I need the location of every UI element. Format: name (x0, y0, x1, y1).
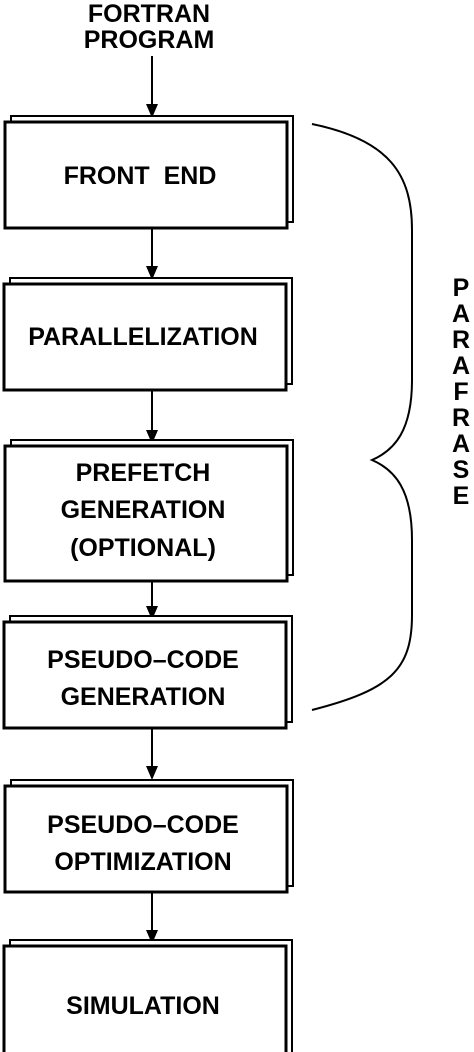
stage-label-pseudo-code-generation-line-2: GENERATION (61, 683, 226, 711)
connector-optimization-simulation (146, 892, 158, 944)
stage-box (3, 784, 289, 894)
stage-label-parallelization: PARALLELIZATION (28, 323, 258, 351)
stage-parallelization: PARALLELIZATION (2, 277, 293, 392)
input-label-line-2: PROGRAM (84, 26, 215, 54)
group-label-letter: P (453, 274, 470, 302)
group-label-letter: E (453, 482, 470, 510)
stage-front-end: FRONT END (3, 115, 294, 230)
input-label: FORTRAN PROGRAM (84, 0, 215, 54)
arrowhead-icon (146, 266, 158, 280)
arrowhead-icon (146, 930, 158, 944)
group-label-letter: A (452, 300, 470, 328)
stage-label-prefetch-line-2: GENERATION (61, 496, 226, 524)
stage-box (2, 282, 288, 392)
connector-pseudo-code-generation-optimization (146, 728, 158, 780)
stage-prefetch-generation: PREFETCH GENERATION (OPTIONAL) (3, 439, 294, 583)
group-label-letter: A (452, 430, 470, 458)
stage-label-pseudo-code-generation-line-1: PSEUDO–CODE (47, 646, 239, 674)
connector-input-front-end (146, 56, 158, 118)
input-label-line-1: FORTRAN (88, 0, 210, 28)
arrowhead-icon (146, 430, 158, 444)
group-label-letter: R (452, 404, 470, 432)
arrowhead-icon (146, 104, 158, 118)
stage-pseudo-code-optimization: PSEUDO–CODE OPTIMIZATION (3, 779, 294, 894)
stage-box (2, 620, 288, 730)
group-brace (311, 123, 413, 711)
stage-label-prefetch-line-3: (OPTIONAL) (70, 534, 216, 562)
group-label-letter: R (452, 326, 470, 354)
group-label-letter: S (453, 456, 470, 484)
stage-box (3, 120, 289, 230)
stage-box (2, 944, 288, 1052)
stage-label-prefetch-line-1: PREFETCH (76, 459, 211, 487)
connector-prefetch-pseudo-code-generation (146, 581, 158, 620)
arrowhead-icon (146, 766, 158, 780)
stage-label-pseudo-code-optimization-line-2: OPTIMIZATION (54, 848, 231, 876)
stage-box (3, 444, 289, 583)
connector-parallelization-prefetch (146, 390, 158, 444)
stage-label-pseudo-code-optimization-line-1: PSEUDO–CODE (47, 811, 239, 839)
connector-front-end-parallelization (146, 228, 158, 280)
arrowhead-icon (146, 606, 158, 620)
group-label-letter: A (452, 352, 470, 380)
stage-label-simulation: SIMULATION (66, 992, 220, 1020)
stage-label-front-end: FRONT END (64, 162, 217, 190)
stage-pseudo-code-generation: PSEUDO–CODE GENERATION (2, 615, 293, 730)
stage-simulation: SIMULATION (2, 939, 293, 1052)
group-label-letter: F (453, 378, 468, 406)
